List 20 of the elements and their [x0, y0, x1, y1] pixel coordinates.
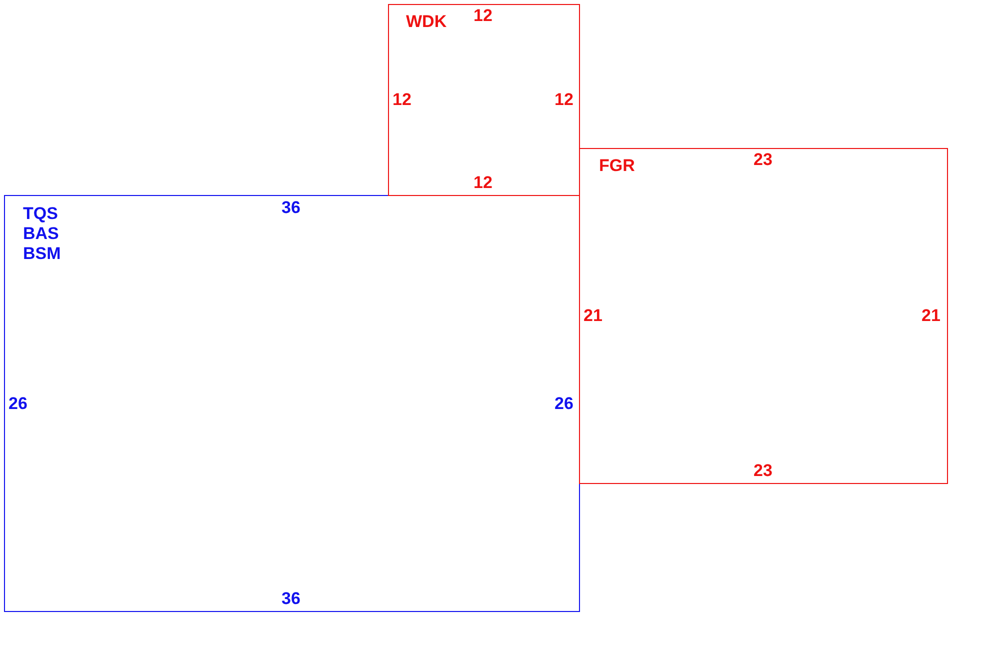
room-outline [4, 195, 580, 612]
dimension-label: 23 [754, 151, 772, 169]
area-code: FGR [599, 156, 635, 176]
dimension-label: 26 [554, 395, 574, 413]
area-code: WDK [406, 12, 447, 32]
dimension-label: 12 [474, 174, 492, 192]
dimension-label: 21 [584, 307, 602, 325]
area-code: TQS [23, 204, 58, 224]
dimension-label: 36 [282, 199, 300, 217]
dimension-label: 12 [474, 7, 492, 25]
room-outline [388, 4, 580, 196]
dimension-label: 36 [282, 590, 300, 608]
dimension-label: 12 [392, 91, 412, 109]
area-code: BSM [23, 244, 61, 264]
dimension-label: 23 [754, 462, 772, 480]
area-code: BAS [23, 224, 59, 244]
dimension-label: 26 [8, 395, 28, 413]
dimension-label: 12 [554, 91, 574, 109]
room-outline [579, 148, 948, 484]
dimension-label: 21 [922, 307, 940, 325]
